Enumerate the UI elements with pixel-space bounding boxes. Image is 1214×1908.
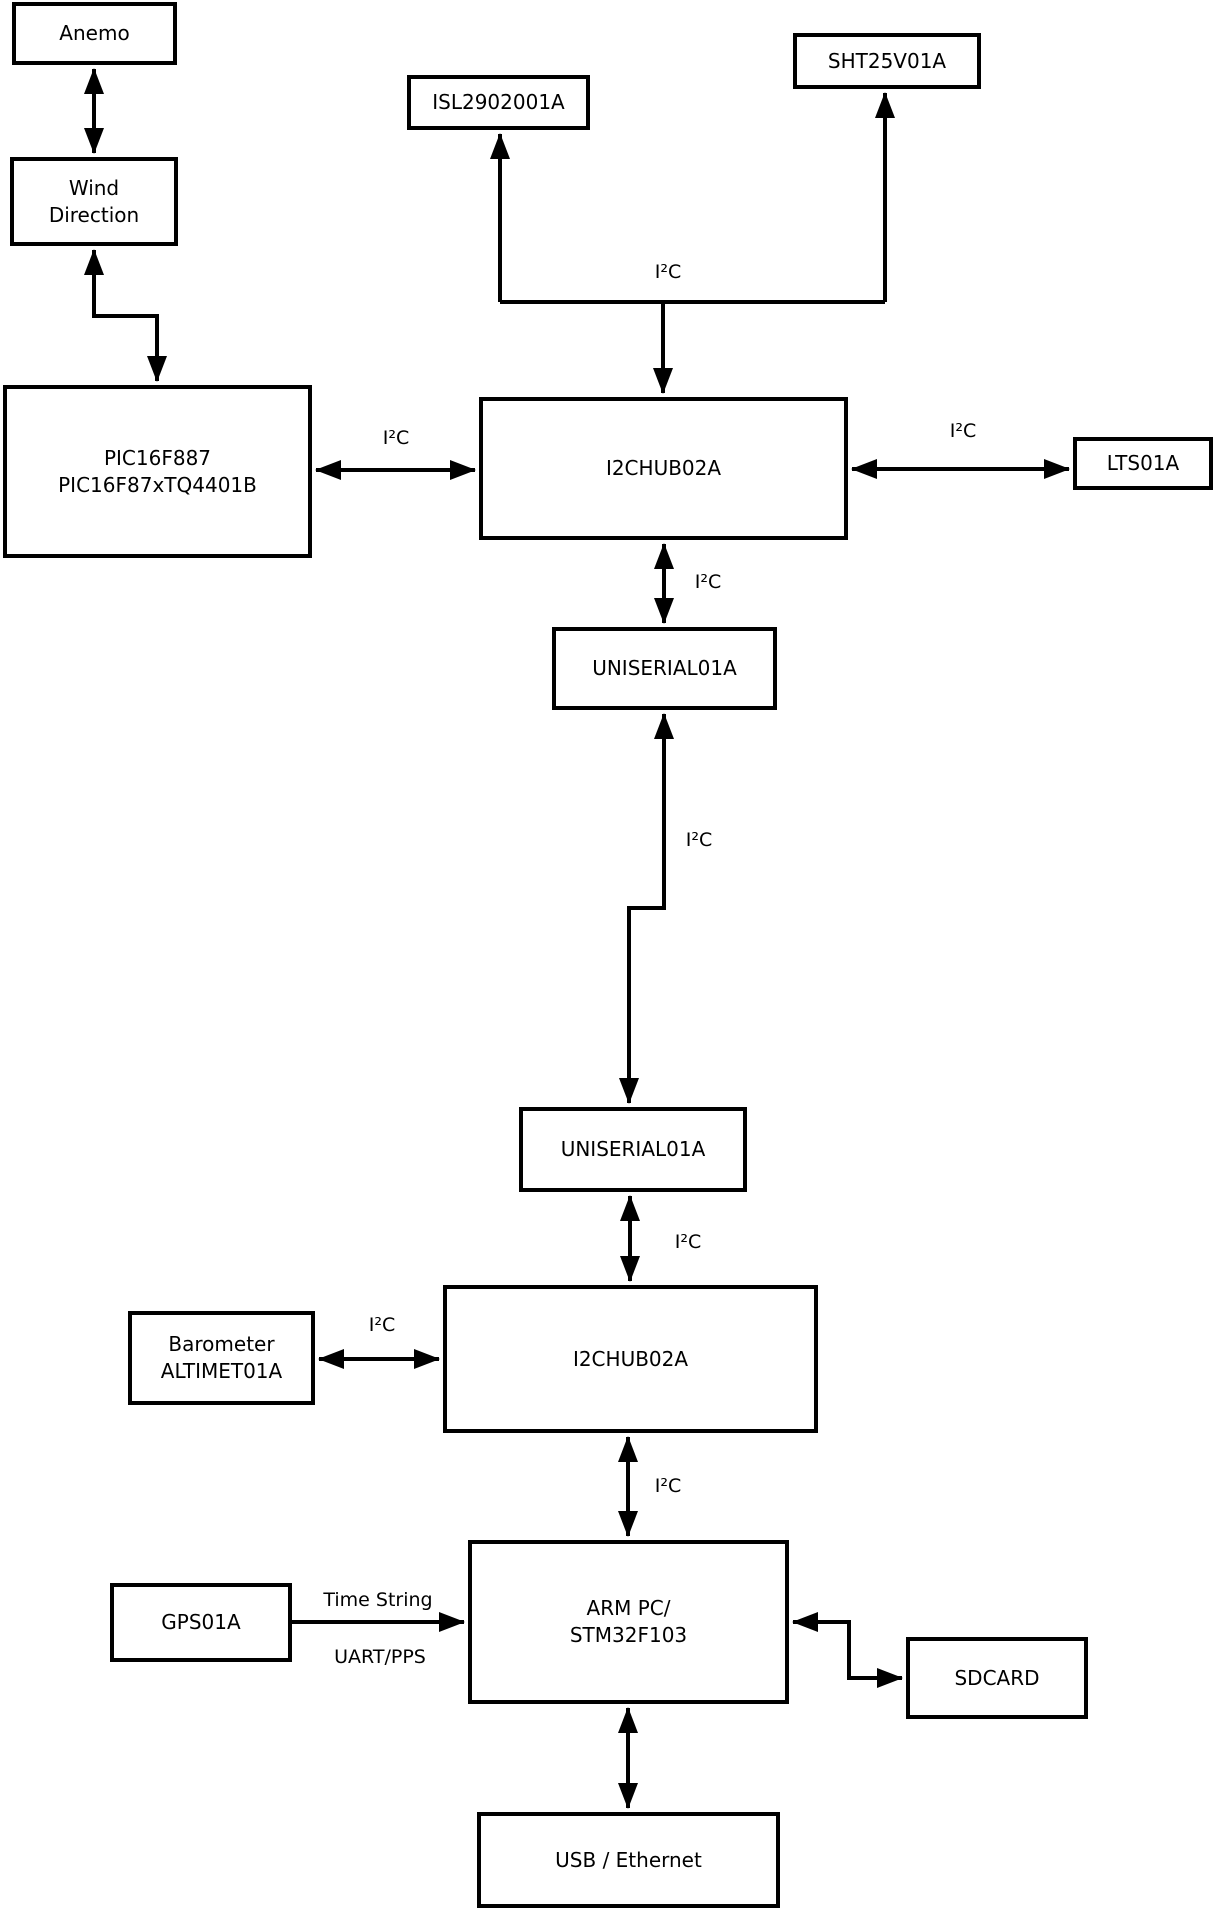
- node-label: ISL2902001A: [432, 90, 565, 114]
- node-label: UNISERIAL01A: [592, 656, 737, 680]
- edge-label-hub1-lts: I²C: [947, 420, 979, 442]
- node-label: LTS01A: [1106, 451, 1180, 475]
- node-isl2902001a: ISL2902001A: [407, 75, 590, 130]
- node-label: UNISERIAL01A: [560, 1137, 706, 1161]
- node-arm-pc-stm32f103: ARM PC/ STM32F103: [468, 1540, 789, 1704]
- connector-uniserial1-uniserial2: [619, 713, 674, 1104]
- node-gps01a: GPS01A: [110, 1583, 292, 1662]
- node-label: SDCARD: [954, 1665, 1040, 1690]
- node-label-line2: STM32F103: [569, 1623, 688, 1647]
- edge-label-barometer-hub2: I²C: [366, 1314, 398, 1336]
- connector-arm-sdcard: [792, 1612, 903, 1688]
- edge-label-uniserial-link: I²C: [683, 829, 715, 851]
- edge-label-time-string: Time String: [321, 1589, 435, 1611]
- edge-label-uart-pps: UART/PPS: [332, 1646, 428, 1668]
- node-pic16f887: PIC16F887 PIC16F87xTQ4401B: [3, 385, 312, 558]
- edge-label-hub2-arm: I²C: [652, 1475, 684, 1497]
- node-label-line1: ARM PC/: [586, 1596, 671, 1620]
- edge-label-uniserial2-hub2: I²C: [672, 1231, 704, 1253]
- node-barometer-altimet01a: Barometer ALTIMET01A: [128, 1311, 315, 1405]
- node-label: USB / Ethernet: [555, 1847, 702, 1872]
- node-label: GPS01A: [161, 1610, 241, 1634]
- node-i2c-hub-lower: I2CHUB02A: [443, 1285, 818, 1433]
- edge-label-hub1-uniserial1: I²C: [692, 571, 724, 593]
- node-uniserial-lower: UNISERIAL01A: [519, 1107, 747, 1192]
- node-sdcard: SDCARD: [906, 1637, 1088, 1719]
- edge-label-pic-hub1: I²C: [380, 427, 412, 449]
- node-sht25v01a: SHT25V01A: [793, 33, 981, 89]
- node-label: Anemo: [59, 21, 130, 45]
- node-usb-ethernet: USB / Ethernet: [477, 1812, 780, 1908]
- connector-wind-pic: [84, 249, 167, 382]
- node-label: SHT25V01A: [827, 48, 947, 73]
- node-uniserial-upper: UNISERIAL01A: [552, 627, 777, 710]
- node-label-line2: Direction: [48, 202, 140, 227]
- node-label-line1: Barometer: [168, 1332, 275, 1356]
- node-anemometer: Anemo: [12, 2, 177, 65]
- node-label: I2CHUB02A: [605, 456, 722, 480]
- node-label-line1: Wind: [68, 175, 120, 200]
- node-lts01a: LTS01A: [1073, 437, 1213, 490]
- edge-label-sensors-bus: I²C: [652, 261, 684, 283]
- node-label: I2CHUB02A: [572, 1346, 689, 1371]
- node-i2c-hub-upper: I2CHUB02A: [479, 397, 848, 540]
- node-label-line1: PIC16F887: [103, 445, 212, 470]
- node-wind-direction: Wind Direction: [10, 157, 178, 246]
- node-label-line2: ALTIMET01A: [160, 1359, 283, 1383]
- node-label-line2: PIC16F87xTQ4401B: [58, 472, 257, 497]
